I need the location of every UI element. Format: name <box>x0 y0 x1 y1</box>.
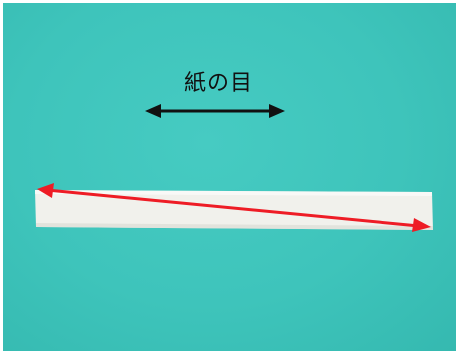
white-paper-strip <box>35 190 433 230</box>
grain-direction-arrow <box>145 104 285 118</box>
diagonal-arrow <box>37 183 431 232</box>
grain-label: 紙の目 <box>184 71 254 96</box>
teal-paper-background <box>3 3 456 351</box>
